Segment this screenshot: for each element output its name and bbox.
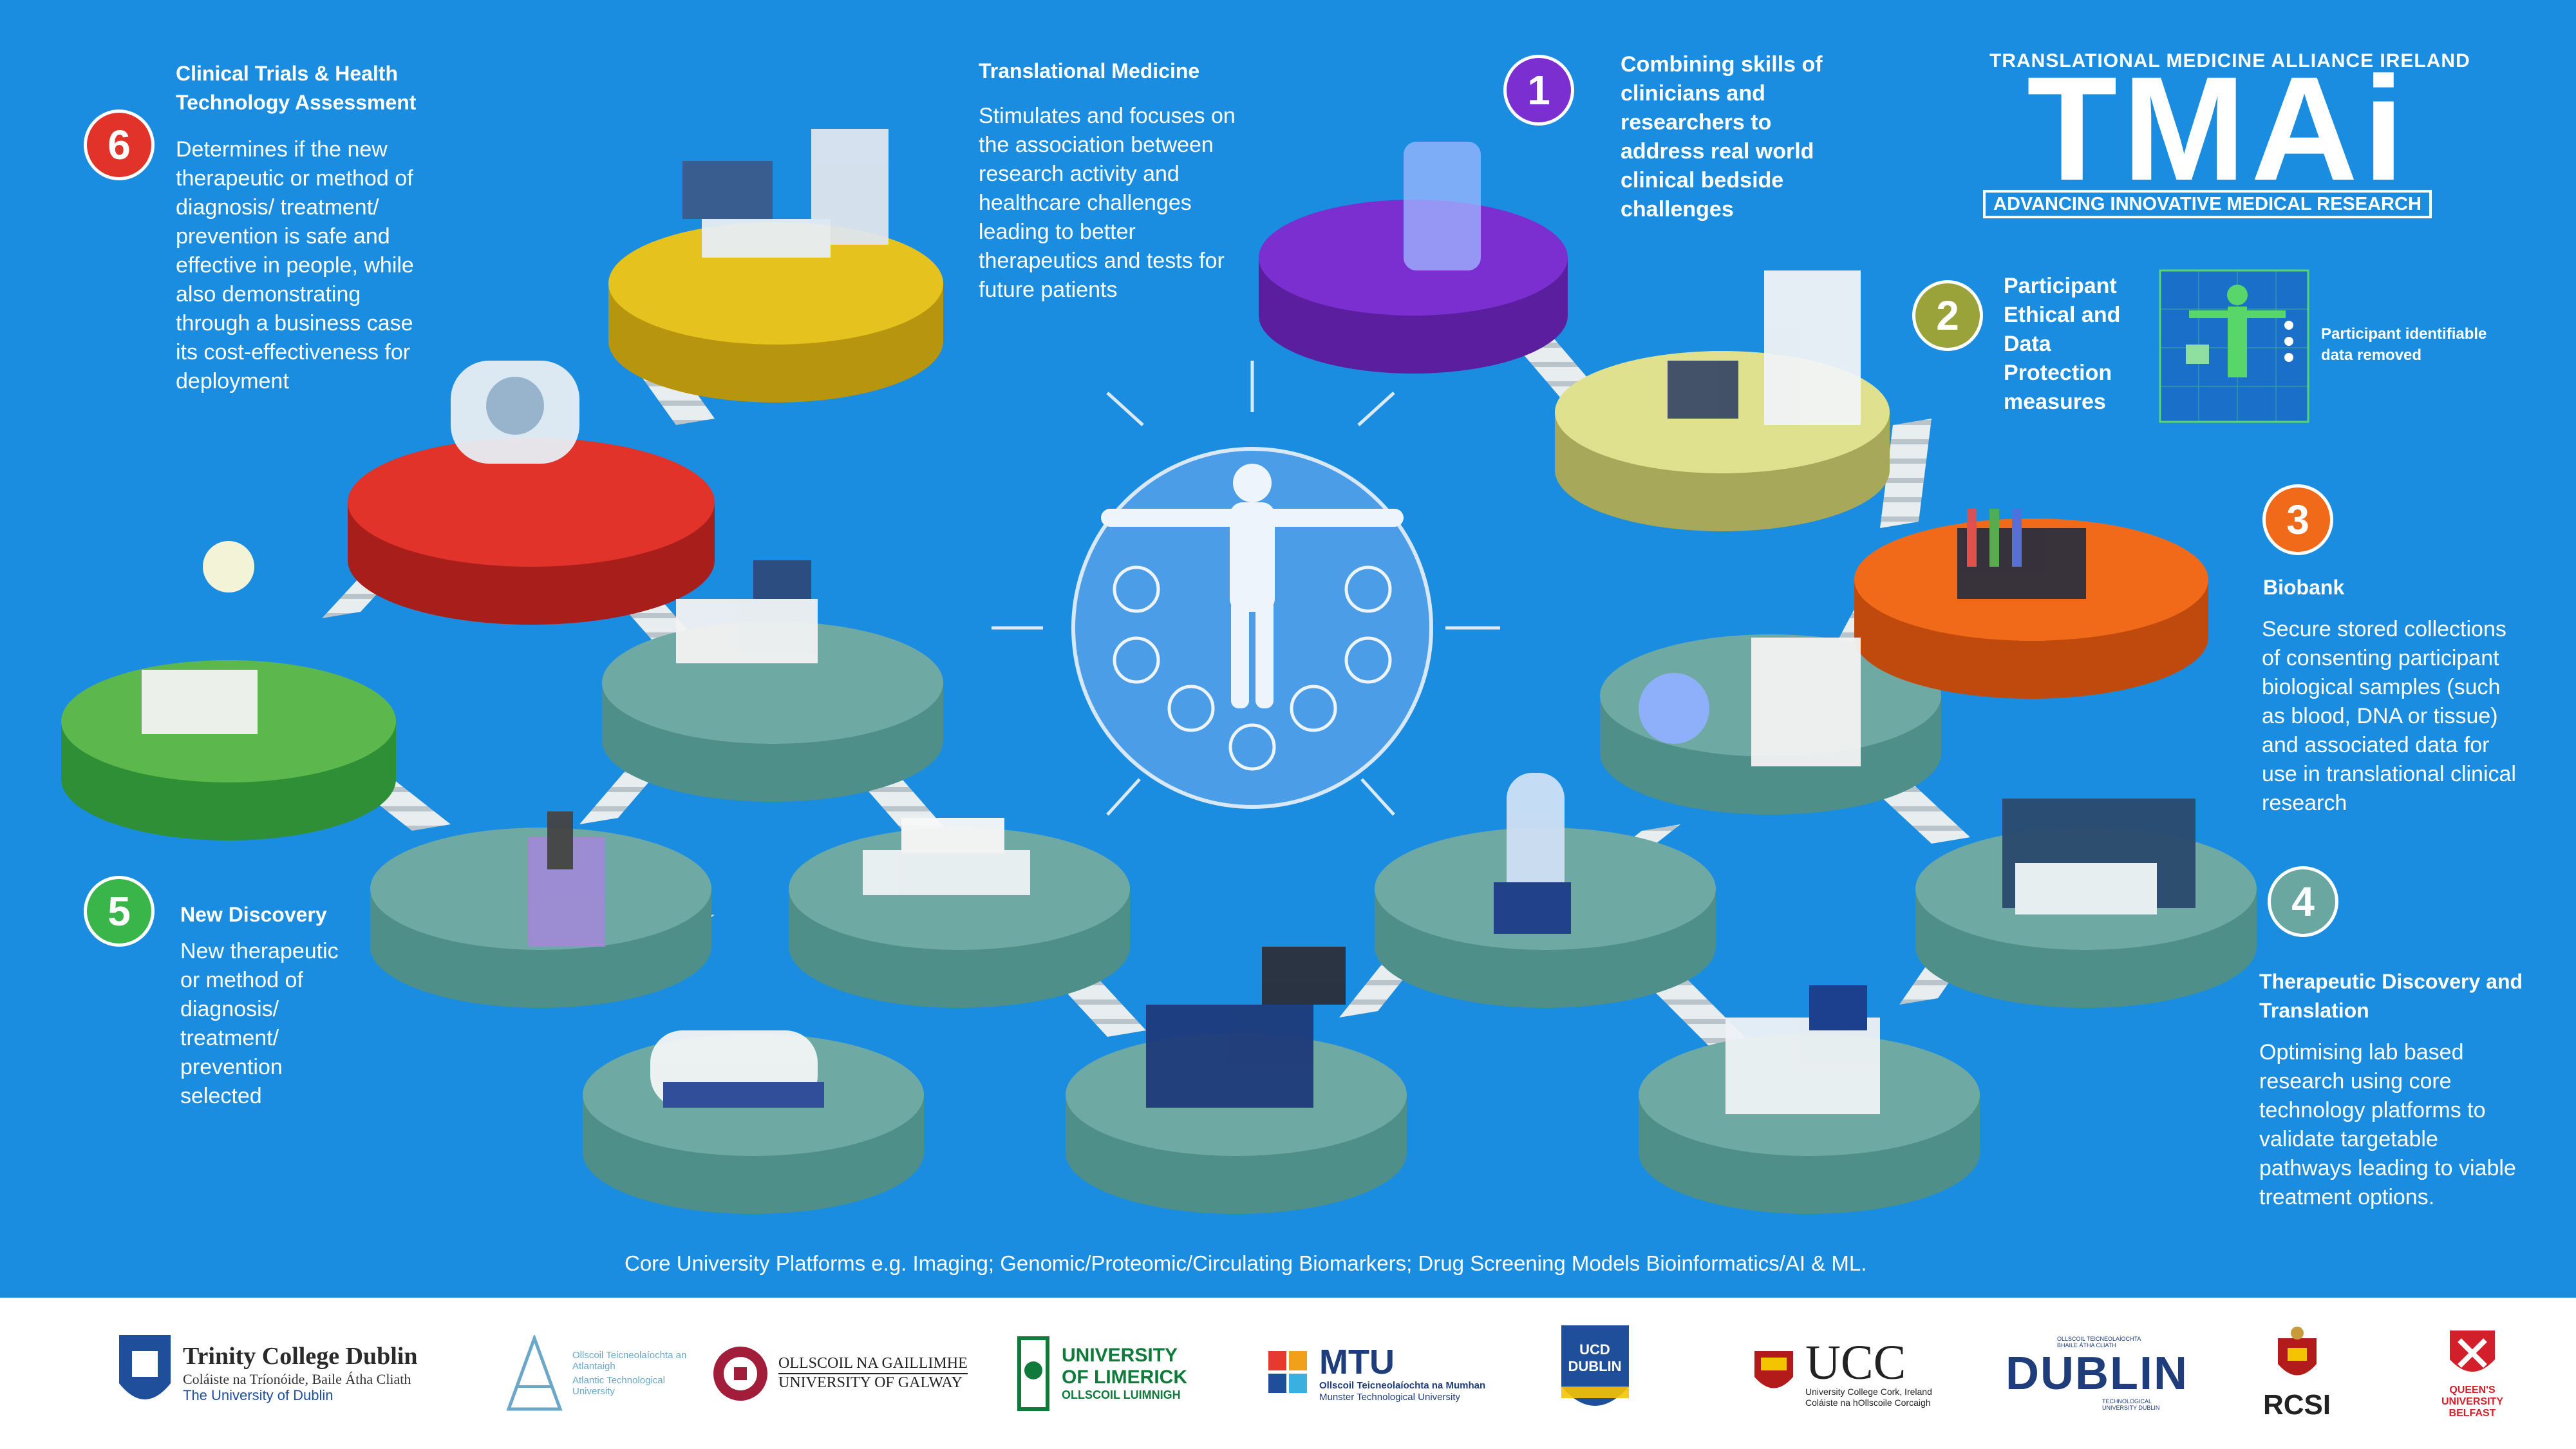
tcd-crest-icon bbox=[119, 1334, 171, 1399]
center-body: Stimulates and focuses on the associatio… bbox=[979, 104, 1236, 302]
partner-atu-name: Ollscoil Teicneolaíochta an Atlantaigh bbox=[572, 1350, 687, 1372]
galway-seal-icon bbox=[713, 1346, 767, 1401]
partner-mtu-sub2: Munster Technological University bbox=[1319, 1391, 1460, 1403]
partner-limerick-name: UNIVERSITY OF LIMERICK bbox=[1062, 1345, 1187, 1388]
partner-mtu-name: MTU bbox=[1319, 1343, 1395, 1382]
platform-yellow bbox=[608, 222, 943, 402]
partner-galway: OLLSCOIL NA GAILLIMHE UNIVERSITY OF GALW… bbox=[711, 1298, 968, 1449]
ucc-crest-icon bbox=[1754, 1350, 1793, 1388]
brand-logo: TMAi bbox=[1964, 55, 2472, 203]
partner-atu: Ollscoil Teicneolaíochta an Atlantaigh A… bbox=[505, 1298, 688, 1449]
step-5-title: New Discovery bbox=[180, 903, 327, 926]
step-6-badge: 6 bbox=[84, 109, 155, 180]
brand-top-line: TRANSLATIONAL MEDICINE ALLIANCE IRELAND bbox=[1989, 50, 2470, 71]
partner-tcd: Trinity College Dublin Coláiste na Tríon… bbox=[116, 1298, 418, 1449]
partner-ucc-name: UCC bbox=[1805, 1336, 1906, 1390]
partner-ucc: UCC University College Cork, Ireland Col… bbox=[1751, 1298, 1932, 1449]
step-2-badge: 2 bbox=[1912, 280, 1983, 351]
qub-crest-icon bbox=[2450, 1331, 2495, 1372]
partner-tud-sub1: OLLSCOIL TEICNEOLAÍOCHTA BHAILE ÁTHA CLI… bbox=[2057, 1335, 2141, 1349]
partner-logos-bar: Trinity College Dublin Coláiste na Tríon… bbox=[0, 1298, 2576, 1449]
step-1-badge: 1 bbox=[1503, 55, 1574, 126]
limerick-crest-icon bbox=[1017, 1336, 1049, 1411]
partner-ucd-name: UCD DUBLIN bbox=[1568, 1341, 1622, 1374]
center-title: Translational Medicine bbox=[979, 59, 1200, 82]
step-3-title: Biobank bbox=[2263, 576, 2345, 599]
body-diagram bbox=[992, 361, 1500, 816]
partner-galway-name: OLLSCOIL NA GAILLIMHE bbox=[778, 1355, 968, 1374]
data-protection-screen bbox=[2159, 269, 2309, 423]
partner-ucc-sub2: Coláiste na hOllscoile Corcaigh bbox=[1805, 1397, 1931, 1408]
step-6-title: Clinical Trials & Health Technology Asse… bbox=[176, 62, 417, 114]
step-6-body: Determines if the new therapeutic or met… bbox=[176, 137, 414, 393]
partner-limerick-sub1: OLLSCOIL LUIMNIGH bbox=[1062, 1388, 1181, 1402]
step-2-title: Participant Ethical and Data Protection … bbox=[2004, 274, 2121, 414]
partner-tud-name: DUBLIN bbox=[2006, 1347, 2188, 1399]
brand-logo-text: TMAi bbox=[2026, 46, 2410, 211]
mtu-logo-icon bbox=[1268, 1350, 1307, 1393]
step-4-title: Therapeutic Discovery and Translation bbox=[2259, 970, 2523, 1022]
partner-ucc-sub1: University College Cork, Ireland bbox=[1805, 1387, 1932, 1397]
step-4-body: Optimising lab based research using core… bbox=[2259, 1040, 2516, 1209]
platforms-illustration bbox=[61, 129, 2309, 1214]
partner-atu-sub1: Atlantic Technological University bbox=[572, 1374, 665, 1397]
platforms-caption: Core University Platforms e.g. Imaging; … bbox=[625, 1251, 1867, 1275]
partner-limerick: UNIVERSITY OF LIMERICK OLLSCOIL LUIMNIGH bbox=[1014, 1298, 1203, 1449]
partner-mtu: MTU Ollscoil Teicneolaíochta na Mumhan M… bbox=[1265, 1298, 1485, 1449]
platform-red bbox=[348, 438, 715, 625]
step-1-body: Combining skills of clinicians and resea… bbox=[1621, 52, 1823, 222]
step-3-body: Secure stored collections of consenting … bbox=[2262, 617, 2516, 815]
rcsi-crest-icon bbox=[2277, 1327, 2317, 1376]
brand-tagline: ADVANCING INNOVATIVE MEDICAL RESEARCH bbox=[1983, 190, 2432, 218]
step-3-badge: 3 bbox=[2262, 484, 2333, 555]
partner-mtu-sub1: Ollscoil Teicneolaíochta na Mumhan bbox=[1319, 1380, 1486, 1392]
data-protection-note: Participant identifiable data removed bbox=[2321, 325, 2487, 364]
ucd-crest-icon bbox=[1561, 1325, 1629, 1406]
step-5-body: New therapeutic or method of diagnosis/ … bbox=[180, 939, 339, 1108]
partner-ucd: UCD DUBLIN bbox=[1558, 1298, 1632, 1449]
step-5-badge: 5 bbox=[84, 876, 155, 947]
partner-qub-name: QUEEN'S UNIVERSITY BELFAST bbox=[2441, 1385, 2503, 1419]
lab-equipment bbox=[142, 129, 2195, 1114]
partner-rcsi-name: RCSI bbox=[2263, 1389, 2331, 1421]
partner-tud: OLLSCOIL TEICNEOLAÍOCHTA BHAILE ÁTHA CLI… bbox=[2006, 1298, 2188, 1449]
atu-logo-icon bbox=[506, 1334, 563, 1410]
partner-tcd-sub2: The University of Dublin bbox=[183, 1387, 334, 1404]
infographic-stage: TRANSLATIONAL MEDICINE ALLIANCE IRELAND … bbox=[61, 50, 2523, 1275]
partner-tcd-name: Trinity College Dublin bbox=[183, 1343, 418, 1370]
partner-rcsi: RCSI bbox=[2263, 1298, 2331, 1449]
partner-qub: QUEEN'S UNIVERSITY BELFAST bbox=[2440, 1298, 2505, 1449]
partner-galway-sub1: UNIVERSITY OF GALWAY bbox=[778, 1374, 963, 1391]
step-4-badge: 4 bbox=[2268, 866, 2338, 937]
partner-tcd-sub1: Coláiste na Tríonóide, Baile Átha Cliath bbox=[183, 1371, 411, 1388]
partner-tud-sub2: TECHNOLOGICAL UNIVERSITY DUBLIN bbox=[2102, 1397, 2160, 1411]
